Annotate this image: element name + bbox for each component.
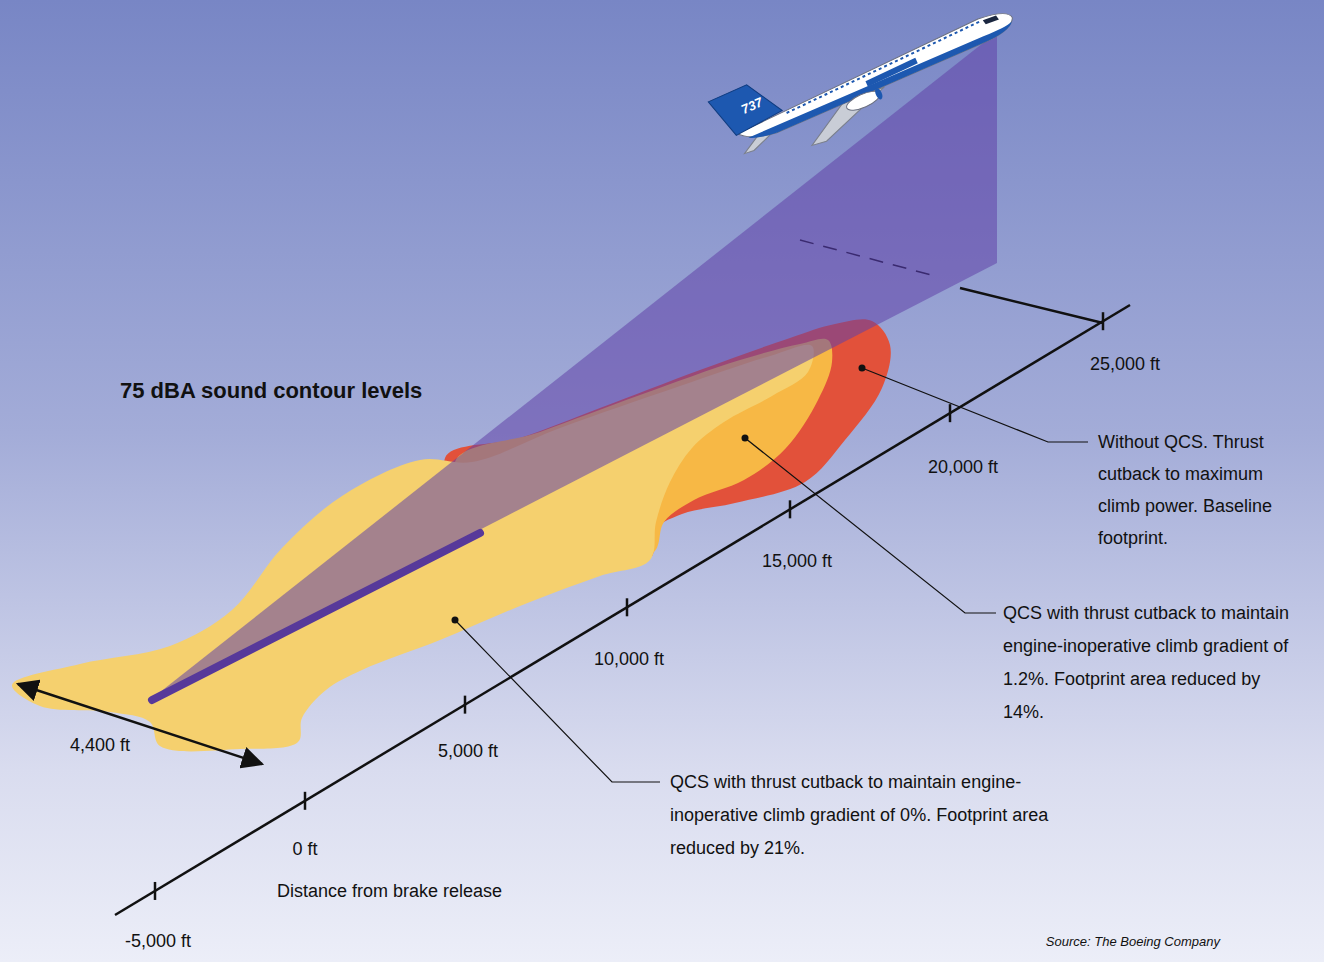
axis-tick [154, 882, 157, 900]
source-note: Source: The Boeing Company [1046, 934, 1220, 950]
dimension-arrow [18, 684, 262, 764]
leader-lines [455, 368, 1088, 782]
distance-tick-label: 5,000 ft [438, 741, 498, 763]
leader-dots [452, 365, 866, 624]
callout-note: Without QCS. Thrust cutback to maximum c… [1098, 426, 1298, 554]
axis-tick [464, 696, 467, 714]
airplane [708, 0, 1027, 179]
flight-path-plane [150, 32, 997, 700]
axis-tick [949, 404, 952, 422]
dashed-line [800, 240, 935, 276]
axis-tick [1102, 312, 1105, 330]
distance-tick-label: 20,000 ft [928, 457, 998, 479]
distance-tick-label: 15,000 ft [762, 551, 832, 573]
callout-note: QCS with thrust cutback to maintain engi… [1003, 597, 1303, 729]
axis-tick [304, 792, 307, 810]
axis-tick [789, 500, 792, 518]
callout-note: QCS with thrust cutback to maintain engi… [670, 766, 1050, 865]
diagram-title: 75 dBA sound contour levels [120, 378, 422, 404]
distance-tick-label: 25,000 ft [1090, 354, 1160, 376]
dimension-label: 4,400 ft [70, 735, 130, 757]
runway [152, 533, 480, 700]
ground-line [960, 288, 1103, 323]
distance-tick-label: -5,000 ft [125, 931, 191, 953]
distance-axis [115, 305, 1130, 915]
distance-tick-label: 0 ft [292, 839, 317, 861]
axis-title: Distance from brake release [277, 881, 502, 903]
axis-tick [626, 598, 629, 616]
distance-tick-label: 10,000 ft [594, 649, 664, 671]
leader-line [862, 368, 1088, 442]
